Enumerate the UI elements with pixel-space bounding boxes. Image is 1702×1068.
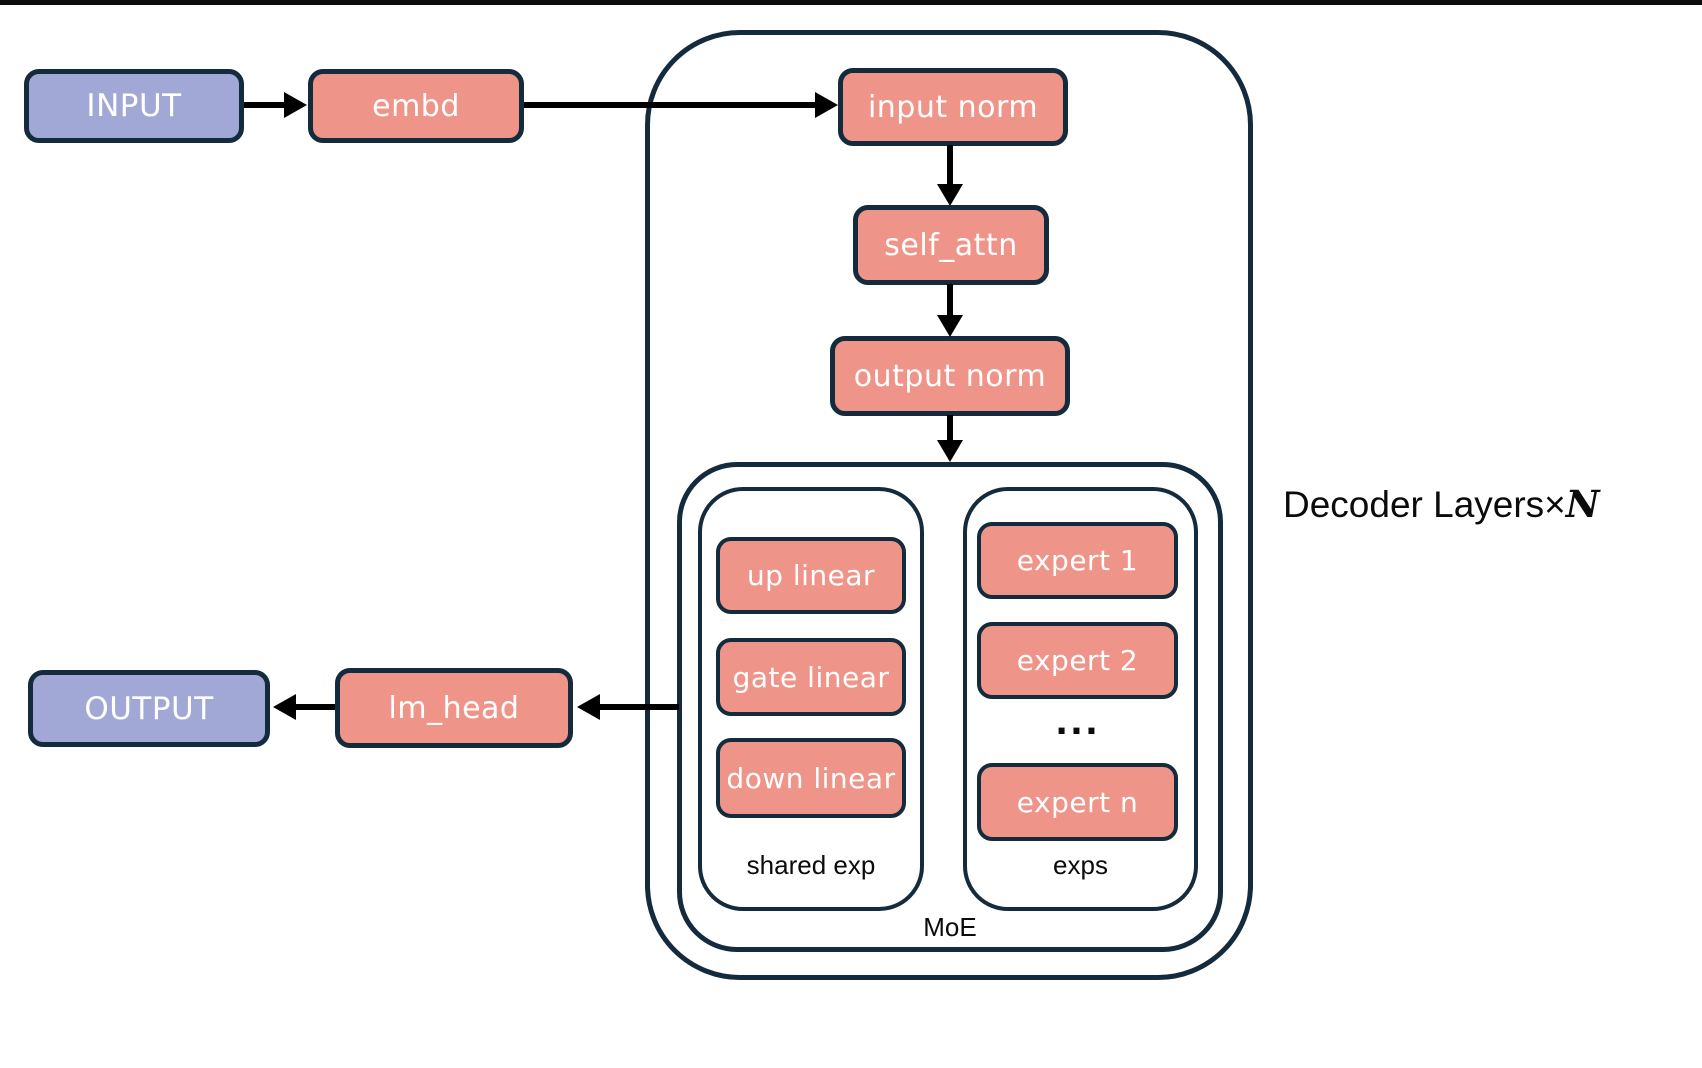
expert-1-node: expert 1 <box>977 522 1178 599</box>
output-norm-node: output norm <box>830 336 1070 416</box>
arrow-embd-to-inputnorm-line <box>524 102 817 108</box>
moe-label: MoE <box>923 912 977 942</box>
embd-node: embd <box>308 69 524 143</box>
input-node: INPUT <box>24 69 244 143</box>
self-attn-node: self_attn <box>853 205 1049 285</box>
experts-label: exps <box>1053 850 1108 880</box>
output-node: OUTPUT <box>28 670 270 747</box>
arrow-inputnorm-to-selfattn-head <box>937 184 963 206</box>
arrow-lmhead-to-output-head <box>273 694 296 720</box>
arrow-input-to-embd-head <box>284 92 307 118</box>
up-linear-node: up linear <box>716 537 906 614</box>
arrow-outputnorm-to-moe-line <box>947 415 953 442</box>
lm-head-node: lm_head <box>335 668 573 748</box>
arrow-input-to-embd-line <box>244 102 286 108</box>
arrow-outputnorm-to-moe-head <box>937 440 963 462</box>
arrow-moe-to-lmhead-line <box>598 704 679 710</box>
decoder-layers-title-text: Decoder Layers× <box>1283 484 1566 525</box>
decoder-layers-container <box>645 30 1253 980</box>
experts-container: exps <box>963 487 1198 911</box>
arrow-moe-to-lmhead-head <box>577 694 600 720</box>
down-linear-node: down linear <box>716 738 906 818</box>
expert-2-node: expert 2 <box>977 622 1178 699</box>
arrow-inputnorm-to-selfattn-line <box>947 145 953 187</box>
arrow-selfattn-to-outputnorm-head <box>937 315 963 337</box>
arrow-selfattn-to-outputnorm-line <box>947 284 953 316</box>
decoder-layers-n-variable: N <box>1565 482 1600 526</box>
top-edge-line <box>0 0 1702 5</box>
gate-linear-node: gate linear <box>716 638 906 716</box>
moe-container: MoE <box>677 462 1223 952</box>
shared-expert-container: shared exp <box>698 487 924 911</box>
shared-expert-label: shared exp <box>746 850 876 880</box>
arrow-embd-to-inputnorm-head <box>815 92 838 118</box>
expert-n-node: expert n <box>977 763 1178 841</box>
experts-ellipsis: ... <box>1055 703 1100 743</box>
decoder-layers-title: Decoder Layers×N <box>1283 482 1600 526</box>
arrow-lmhead-to-output-line <box>294 704 335 710</box>
input-norm-node: input norm <box>838 68 1068 146</box>
